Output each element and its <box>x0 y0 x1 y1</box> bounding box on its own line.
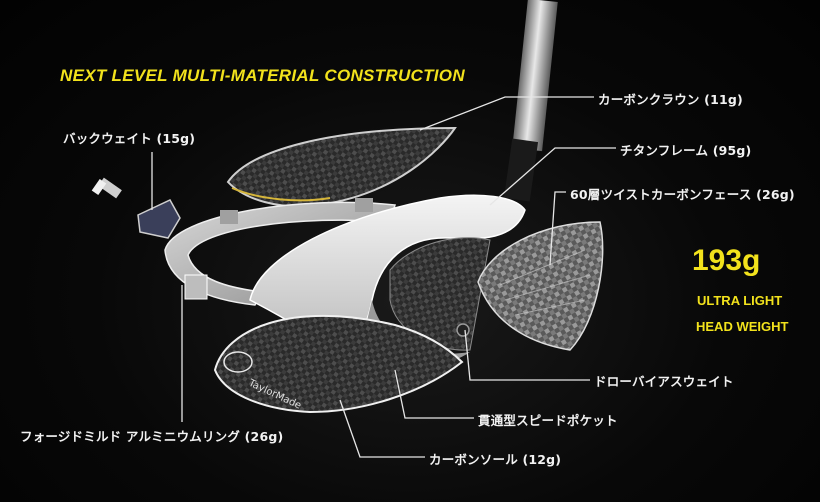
label-carbon-sole: カーボンソール (12g) <box>429 452 562 467</box>
label-carbon-crown: カーボンクラウン (11g) <box>598 92 743 107</box>
label-twist-face: 60層ツイストカーボンフェース (26g) <box>570 187 795 202</box>
label-aluminum-ring: フォージドミルド アルミニウムリング (26g) <box>20 429 284 444</box>
label-titanium-frame: チタンフレーム (95g) <box>620 143 752 158</box>
label-speed-pocket: 貫通型スピードポケット <box>478 413 618 428</box>
leader-carbon-crown <box>419 96 594 131</box>
twist-face-part <box>477 221 604 351</box>
head-weight-value: 193g <box>692 244 761 277</box>
leader-carbon-sole <box>339 399 425 458</box>
leader-lines <box>151 96 616 458</box>
label-back-weight: バックウェイト (15g) <box>63 131 196 146</box>
head-weight-line1: ULTRA LIGHT <box>697 293 783 308</box>
leader-titanium-frame <box>489 147 616 206</box>
head-weight-line2: HEAD WEIGHT <box>696 319 789 334</box>
back-weight-part <box>91 177 181 239</box>
label-draw-bias-weight: ドローバイアスウェイト <box>594 374 734 389</box>
carbon-crown-part <box>226 126 457 208</box>
carbon-sole-part <box>213 314 464 414</box>
speed-pocket-part <box>389 237 491 351</box>
aluminum-ring-part <box>164 198 396 306</box>
leader-twist-face <box>549 191 566 266</box>
leader-speed-pocket <box>394 369 474 419</box>
leader-draw-bias-weight <box>464 329 590 381</box>
shaft <box>503 0 558 202</box>
headline: NEXT LEVEL MULTI-MATERIAL CONSTRUCTION <box>60 66 465 85</box>
